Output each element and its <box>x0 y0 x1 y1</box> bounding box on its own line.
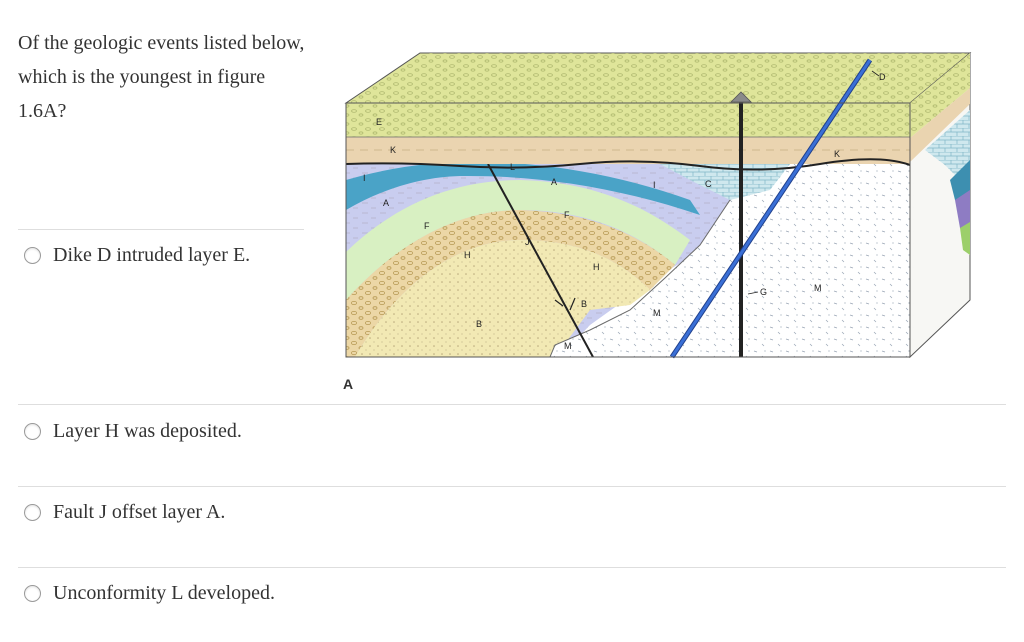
divider <box>18 486 1006 487</box>
option-layer-h[interactable]: Layer H was deposited. <box>24 416 242 446</box>
label-i: I <box>653 180 656 190</box>
label-l: L <box>510 162 515 172</box>
label-j: J <box>525 237 530 247</box>
option-fault-j[interactable]: Fault J offset layer A. <box>24 497 225 527</box>
geologic-block-diagram: E K K L I I A A C F F J H H B B M M M G … <box>343 51 972 392</box>
option-label: Dike D intruded layer E. <box>53 243 251 266</box>
label-a: A <box>551 177 557 187</box>
divider <box>18 229 304 230</box>
label-k: K <box>390 145 396 155</box>
label-c: C <box>705 179 712 189</box>
radio-button[interactable] <box>24 584 41 602</box>
label-h: H <box>593 262 600 272</box>
label-g: G <box>760 287 767 297</box>
label-d: D <box>879 72 886 82</box>
label-h: H <box>464 250 471 260</box>
option-label: Fault J offset layer A. <box>53 500 226 523</box>
figure-panel-label: A <box>343 376 353 392</box>
label-m: M <box>564 341 572 351</box>
radio-button[interactable] <box>24 422 41 440</box>
divider <box>18 404 1006 405</box>
label-m: M <box>814 283 822 293</box>
option-dike-d[interactable]: Dike D intruded layer E. <box>24 240 250 270</box>
label-b: B <box>581 299 587 309</box>
label-m: M <box>653 308 661 318</box>
label-e: E <box>376 117 382 127</box>
radio-button[interactable] <box>24 246 41 264</box>
radio-button[interactable] <box>24 503 41 521</box>
option-label: Unconformity L developed. <box>53 581 275 604</box>
option-unconformity-l[interactable]: Unconformity L developed. <box>24 578 275 608</box>
option-label: Layer H was deposited. <box>53 419 242 442</box>
label-b: B <box>476 319 482 329</box>
label-k: K <box>834 149 840 159</box>
label-f: F <box>564 210 570 220</box>
divider <box>18 567 1006 568</box>
question-text: Of the geologic events listed below, whi… <box>18 32 305 122</box>
label-f: F <box>424 221 430 231</box>
label-i: I <box>363 173 366 183</box>
label-a: A <box>383 198 389 208</box>
